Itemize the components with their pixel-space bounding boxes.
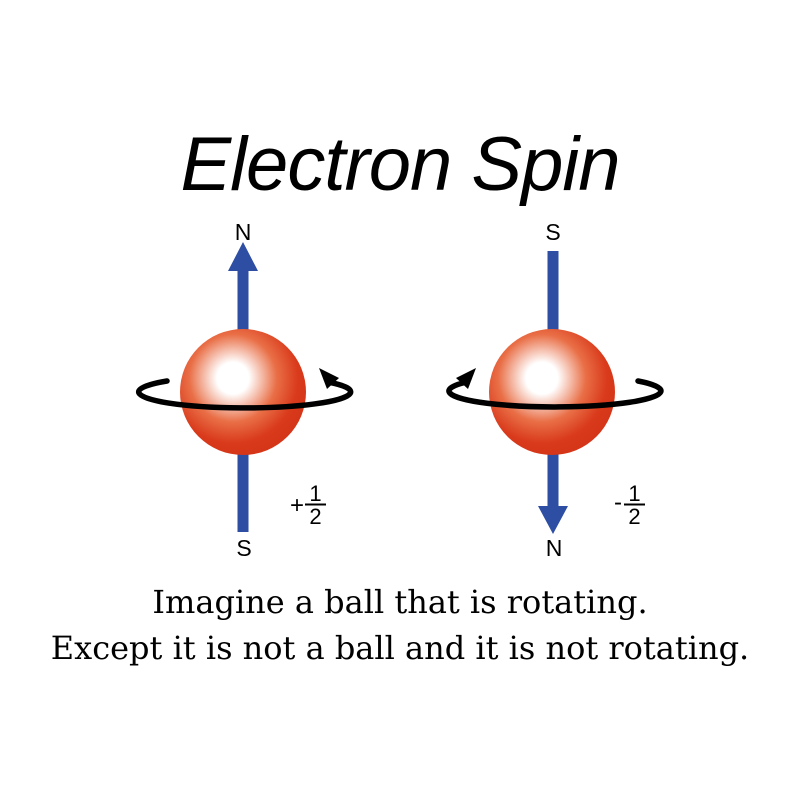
right-bottom-pole-label: N (546, 535, 563, 561)
caption: Imagine a ball that is rotating. Except … (51, 583, 749, 667)
left-spin-value: + 1 2 (290, 481, 326, 529)
right-electron-ball (489, 329, 615, 455)
right-top-pole-label: S (545, 219, 560, 245)
right-spin-value: - 1 2 (614, 481, 645, 529)
right-electron: S N - 1 2 (446, 219, 664, 561)
left-electron-ball (180, 329, 306, 455)
right-spin-fraction-denominator: 2 (628, 504, 640, 529)
left-rotation-arrowhead-icon (319, 368, 339, 389)
left-rotation-arc (135, 378, 354, 411)
left-spin-sign: + (290, 492, 304, 519)
left-up-arrowhead-icon (228, 242, 258, 271)
right-down-arrowhead-icon (538, 506, 568, 534)
left-spin-fraction-denominator: 2 (309, 504, 321, 529)
left-spin-fraction-numerator: 1 (309, 481, 321, 506)
caption-line-2: Except it is not a ball and it is not ro… (51, 629, 749, 667)
left-top-pole-label: N (235, 219, 252, 245)
left-bottom-pole-label: S (236, 535, 251, 561)
right-spin-sign: - (614, 489, 622, 516)
caption-line-1: Imagine a ball that is rotating. (152, 583, 647, 621)
right-rotation-arc (446, 378, 664, 410)
left-electron: N S + 1 2 (135, 219, 354, 561)
page-title: Electron Spin (180, 122, 619, 207)
right-rotation-arrowhead-icon (456, 368, 476, 389)
right-spin-fraction-numerator: 1 (628, 481, 640, 506)
